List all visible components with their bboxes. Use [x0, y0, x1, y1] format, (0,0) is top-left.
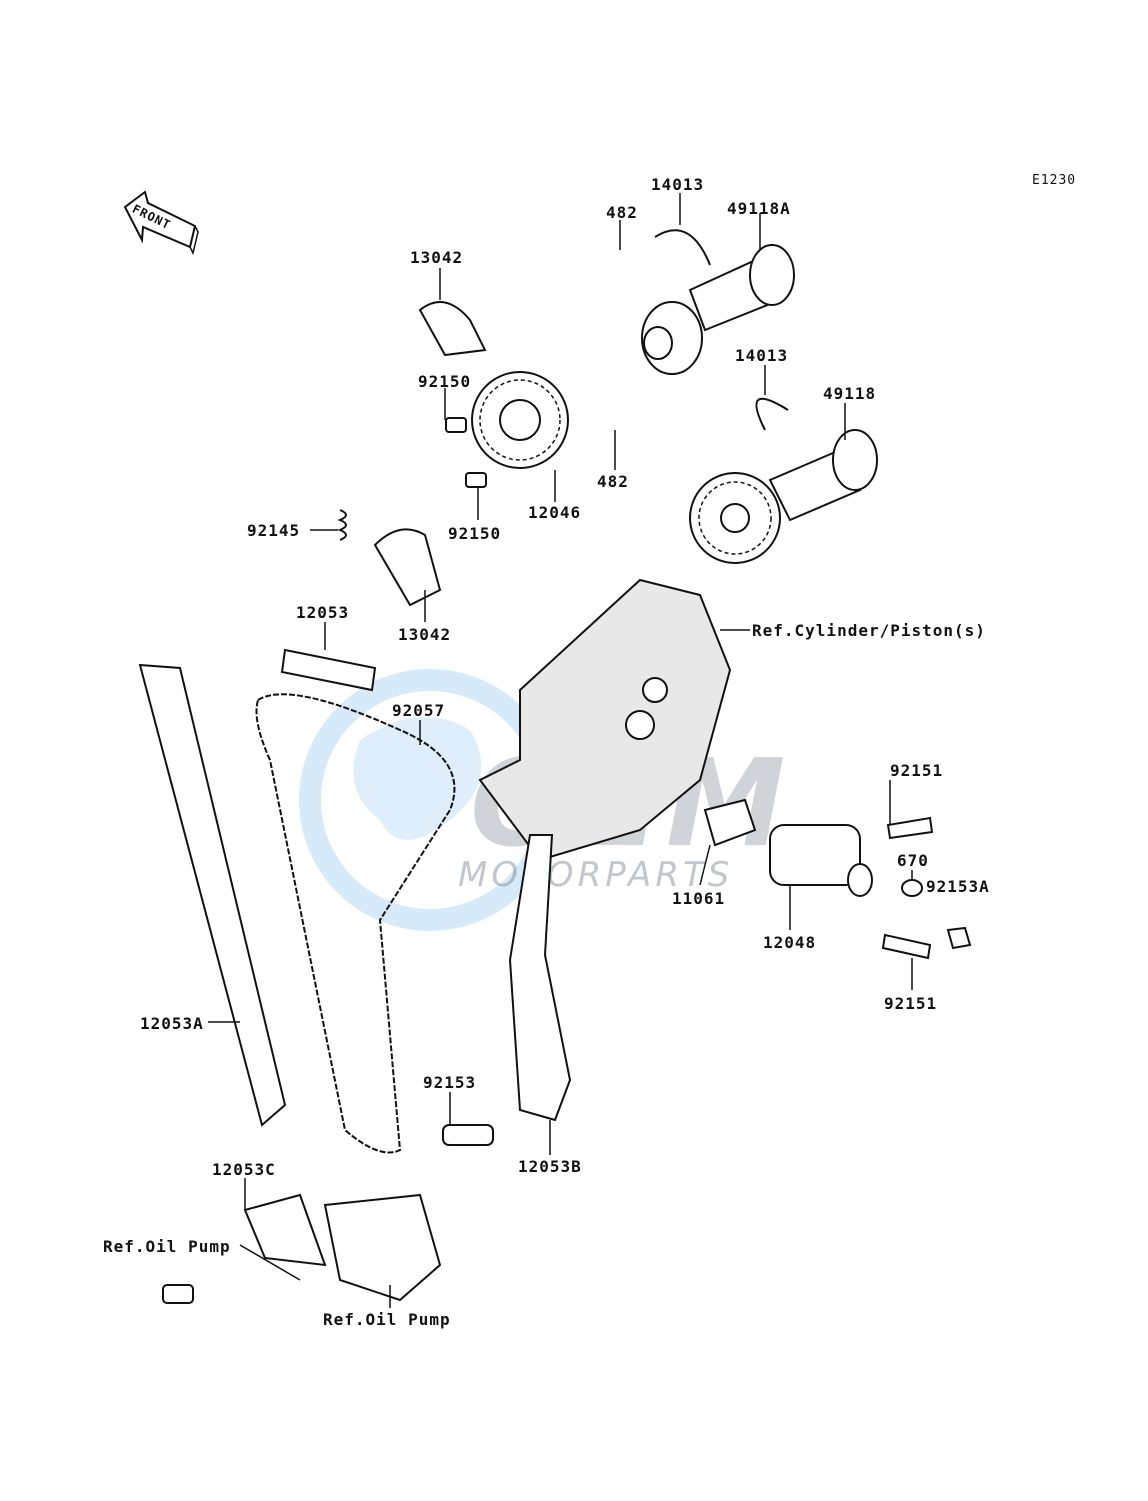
part-label-ref-cylinder[interactable]: Ref.Cylinder/Piston(s)	[752, 621, 986, 640]
part-label-13042-bot[interactable]: 13042	[398, 625, 452, 644]
o-ring-670	[901, 879, 923, 897]
part-label-92150-top[interactable]: 92150	[418, 372, 472, 391]
watermark-subtitle: MOTORPARTS	[458, 855, 734, 895]
bolt-92150-bot	[465, 472, 487, 488]
part-label-92151-bot[interactable]: 92151	[884, 994, 938, 1013]
bolt-92153	[442, 1124, 494, 1146]
guide-12053	[280, 648, 377, 692]
part-label-12053c[interactable]: 12053C	[212, 1160, 276, 1179]
part-label-12053b[interactable]: 12053B	[518, 1157, 582, 1176]
half-ring-14013-top	[654, 229, 711, 266]
part-label-14013-mid[interactable]: 14013	[735, 346, 789, 365]
part-label-ref-oil-pump-left[interactable]: Ref.Oil Pump	[103, 1237, 231, 1256]
part-label-12046[interactable]: 12046	[528, 503, 582, 522]
part-label-92153[interactable]: 92153	[423, 1073, 477, 1092]
camshaft-49118a	[641, 244, 795, 375]
part-label-14013-top[interactable]: 14013	[651, 175, 705, 194]
part-label-92150-bot[interactable]: 92150	[448, 524, 502, 543]
bolt-oil-pump	[162, 1284, 194, 1304]
tensioner-12048	[769, 824, 861, 886]
part-label-92151-top[interactable]: 92151	[890, 761, 944, 780]
oil-pump	[323, 1193, 442, 1302]
part-label-12048[interactable]: 12048	[763, 933, 817, 952]
part-label-ref-oil-pump-bottom[interactable]: Ref.Oil Pump	[323, 1310, 451, 1329]
cylinder-block	[478, 578, 732, 862]
gasket-11061	[703, 798, 757, 847]
diagram-code: E1230	[1032, 173, 1077, 188]
part-label-482-bot[interactable]: 482	[597, 472, 629, 491]
part-label-11061[interactable]: 11061	[672, 889, 726, 908]
plug-92153a	[946, 926, 972, 950]
bolt-92151-bot	[881, 933, 932, 960]
front-arrow-icon	[123, 190, 199, 256]
weight-13042-bot	[373, 528, 442, 607]
part-label-12053[interactable]: 12053	[296, 603, 350, 622]
part-label-49118a[interactable]: 49118A	[727, 199, 791, 218]
part-label-670[interactable]: 670	[897, 851, 929, 870]
part-label-12053a[interactable]: 12053A	[140, 1014, 204, 1033]
bracket-12053c	[243, 1193, 327, 1267]
part-label-49118[interactable]: 49118	[823, 384, 877, 403]
cam-sprocket-12046	[471, 371, 569, 469]
part-label-92057[interactable]: 92057	[392, 701, 446, 720]
tensioner-guide-12053b	[508, 834, 572, 1122]
cam-chain-92057	[255, 693, 456, 1154]
weight-13042-top	[418, 301, 487, 357]
part-label-92145[interactable]: 92145	[247, 521, 301, 540]
part-label-92153a[interactable]: 92153A	[926, 877, 990, 896]
chain-guide-12053a	[138, 663, 287, 1127]
half-ring-14013-mid	[755, 397, 789, 431]
spring-92145	[337, 509, 347, 541]
bolt-92151-top	[886, 816, 934, 840]
part-label-482-top[interactable]: 482	[606, 203, 638, 222]
leader-lines	[208, 193, 913, 1308]
camshaft-49118	[689, 429, 878, 564]
bolt-92150-top	[445, 417, 467, 433]
part-label-13042-top[interactable]: 13042	[410, 248, 464, 267]
